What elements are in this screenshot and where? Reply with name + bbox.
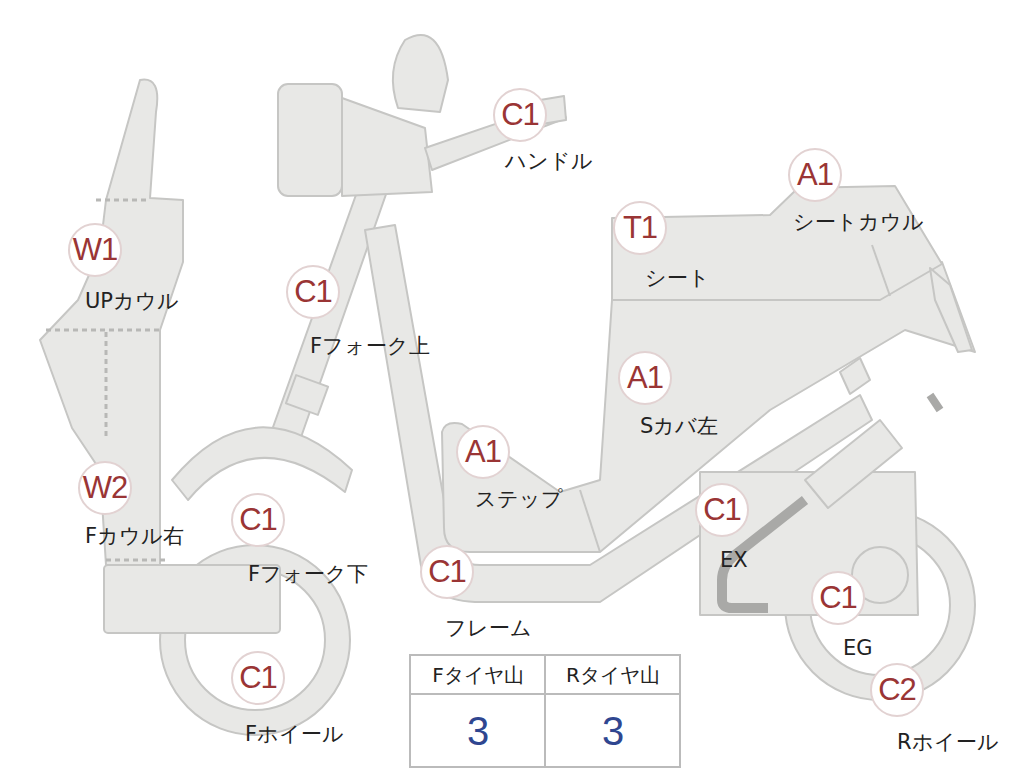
part-name: EG	[843, 636, 873, 660]
up-cowl	[40, 80, 183, 565]
callout-marker: C1Fフォーク下	[230, 492, 286, 548]
callout-marker: C2Rホイール	[869, 662, 925, 718]
grade-code: C1	[230, 492, 286, 548]
part-name: Fフォーク上	[310, 332, 430, 360]
callout-circle	[232, 494, 284, 546]
callout-circle	[457, 426, 509, 478]
mirror	[393, 35, 448, 112]
tire-table	[410, 655, 680, 767]
cowl-division	[96, 199, 150, 202]
part-name: Fフォーク下	[248, 560, 368, 588]
callout-marker: W1UPカウル	[67, 222, 123, 278]
callout-circle	[232, 652, 284, 704]
callout-marker: C1Fホイール	[230, 650, 286, 706]
callout-marker: C1Fフォーク上	[285, 264, 341, 320]
seat-seam	[872, 245, 890, 296]
callout-circle	[696, 484, 748, 536]
cowl-division	[46, 329, 160, 332]
callout-marker: A1Sカバ左	[617, 350, 673, 406]
part-name: シートカウル	[793, 208, 924, 236]
handle-body	[342, 98, 432, 196]
callout-circle	[812, 572, 864, 624]
part-name: Sカバ左	[640, 412, 718, 440]
part-name: UPカウル	[85, 287, 179, 315]
callout-marker: C1フレーム	[419, 544, 475, 600]
tail	[930, 268, 972, 352]
table-header: Fタイヤ山	[411, 656, 545, 694]
callout-circle	[789, 149, 841, 201]
callout-marker: C1ハンドル	[492, 87, 548, 143]
part-name: シート	[645, 264, 710, 292]
rear-shock	[805, 420, 902, 508]
grade-code: W1	[67, 222, 123, 278]
grade-code: A1	[455, 424, 511, 480]
grade-code: A1	[787, 147, 843, 203]
cowl-division	[106, 559, 165, 562]
cover-seam	[580, 490, 600, 552]
grade-code: W2	[77, 460, 133, 516]
seat	[612, 186, 942, 300]
headlight	[278, 84, 342, 196]
callout-marker: C1EX	[694, 482, 750, 538]
grade-code: A1	[617, 350, 673, 406]
part-name: Rホイール	[897, 728, 999, 756]
part-name: ステップ	[475, 485, 563, 513]
callout-marker: W2Fカウル右	[77, 460, 133, 516]
front-fender	[172, 427, 352, 500]
grade-code: C1	[492, 87, 548, 143]
table-header: Rタイヤ山	[546, 656, 680, 694]
part-name: フレーム	[445, 614, 532, 642]
shock-top	[840, 358, 870, 394]
callout-circle	[614, 202, 666, 254]
grade-code: C1	[230, 650, 286, 706]
callout-marker: A1ステップ	[455, 424, 511, 480]
table-rule	[544, 655, 546, 767]
grade-code: C1	[285, 264, 341, 320]
callout-circle	[421, 546, 473, 598]
grade-code: C1	[810, 570, 866, 626]
cowl-division	[105, 332, 108, 440]
callout-circle	[871, 664, 923, 716]
engine	[700, 472, 918, 615]
callout-circle	[69, 224, 121, 276]
grade-code: C1	[419, 544, 475, 600]
grade-code: C1	[694, 482, 750, 538]
callout-circle	[494, 89, 546, 141]
part-name: EX	[720, 548, 748, 572]
callout-marker: A1シートカウル	[787, 147, 843, 203]
callout-circle	[79, 462, 131, 514]
part-name: Fホイール	[245, 720, 344, 748]
table-value: 3	[411, 695, 545, 767]
callout-circle	[619, 352, 671, 404]
callout-marker: C1EG	[810, 570, 866, 626]
part-name: Fカウル右	[85, 522, 184, 550]
part-name: ハンドル	[505, 147, 593, 175]
fork-clamp	[286, 375, 328, 415]
callout-marker: T1シート	[612, 200, 668, 256]
grade-code: T1	[612, 200, 668, 256]
table-value: 3	[546, 695, 680, 767]
grade-code: C2	[869, 662, 925, 718]
callout-circle	[287, 266, 339, 318]
tail-lamp	[930, 395, 940, 410]
